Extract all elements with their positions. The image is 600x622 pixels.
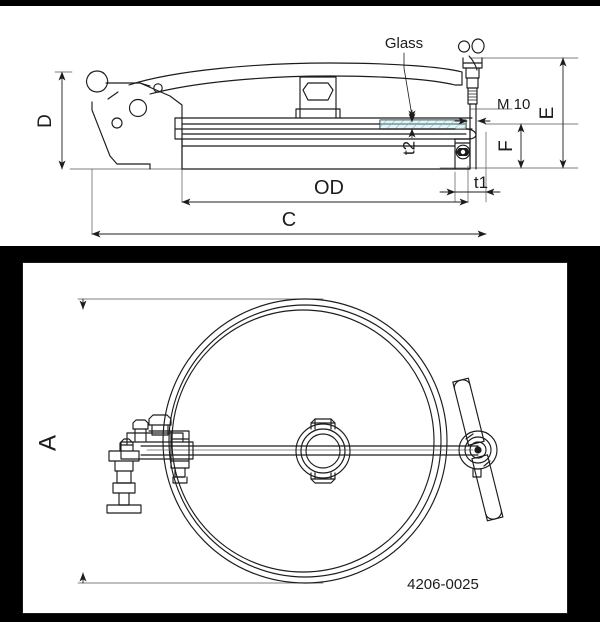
dimension-label-F: F <box>496 140 517 152</box>
dimension-label-t2: t2 <box>399 141 418 155</box>
part-number-label: 4206-0025 <box>407 576 479 593</box>
callout-label-thread: M 10 <box>497 96 530 113</box>
callout-label-glass: Glass <box>385 35 423 52</box>
plan-view-svg: A 4206-0025 <box>34 298 504 593</box>
dimension-label-A: A <box>34 435 61 451</box>
dimension-label-E: E <box>537 107 558 120</box>
dimension-label-t1: t1 <box>474 173 488 192</box>
plan-view-panel: A 4206-0025 <box>22 262 568 614</box>
section-view-svg: D E F OD C t1 t2 Glass M 10 <box>35 35 579 238</box>
dimension-label-OD: OD <box>314 177 344 199</box>
dimension-label-C: C <box>282 209 296 231</box>
dimension-label-D: D <box>35 114 56 128</box>
section-view-panel: D E F OD C t1 t2 Glass M 10 <box>0 6 600 246</box>
